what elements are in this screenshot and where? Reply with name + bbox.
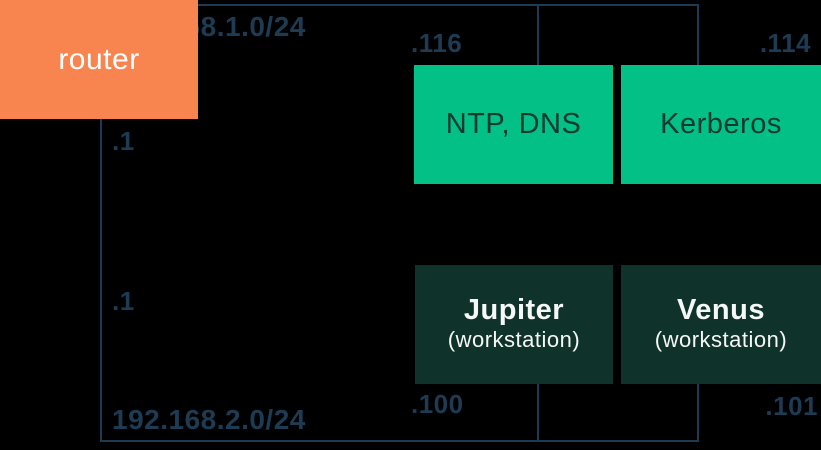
- jupiter-workstation-role: (workstation): [447, 327, 581, 353]
- link-venus-to-subnet2: [697, 384, 699, 442]
- router-label: router: [58, 42, 140, 76]
- router-node: router: [0, 0, 198, 119]
- kerberos-server-node: Kerberos: [621, 65, 821, 184]
- jupiter-workstation-node: Jupiter (workstation): [415, 265, 613, 384]
- kerberos-ip-label: .114: [759, 28, 811, 58]
- jupiter-workstation-name: Jupiter: [463, 294, 565, 327]
- subnet-bottom-cidr-label: 192.168.2.0/24: [112, 404, 306, 435]
- ntp-dns-server-node: NTP, DNS: [414, 65, 613, 184]
- ntp-dns-server-label: NTP, DNS: [445, 108, 582, 140]
- venus-ip-label: .101: [765, 391, 818, 421]
- venus-workstation-name: Venus: [677, 294, 765, 327]
- subnet-border-bottom: [100, 440, 699, 442]
- router-ip-subnet1-label: .1: [112, 126, 135, 156]
- link-kerberos-to-subnet1: [697, 4, 699, 65]
- subnet-border-left: [100, 4, 102, 442]
- jupiter-ip-label: .100: [411, 389, 464, 419]
- ntp-dns-ip-label: .116: [411, 28, 463, 58]
- kerberos-server-label: Kerberos: [660, 108, 782, 140]
- venus-workstation-role: (workstation): [654, 327, 788, 353]
- link-ntp-dns-to-subnet1: [537, 4, 539, 65]
- router-ip-subnet2-label: .1: [112, 286, 135, 316]
- venus-workstation-node: Venus (workstation): [621, 265, 821, 384]
- link-jupiter-to-subnet2: [537, 384, 539, 442]
- subnet-border-top: [100, 4, 699, 6]
